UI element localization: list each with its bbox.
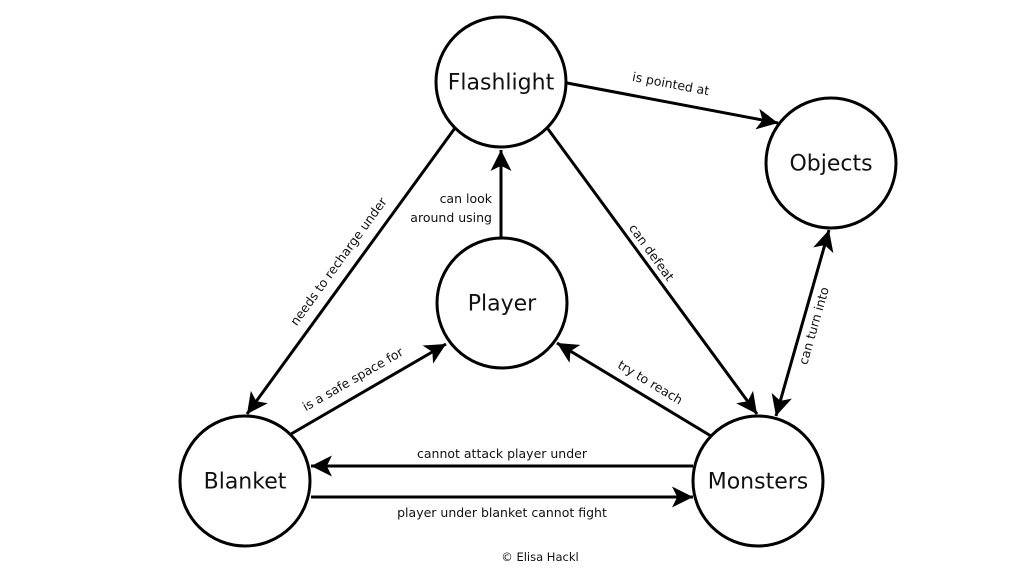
edge-objects-monsters	[771, 229, 834, 417]
node-flashlight: Flashlight	[434, 15, 568, 149]
node-flashlight-circle	[434, 15, 568, 149]
edge-flashlight-blanket	[245, 127, 457, 415]
node-player-label: Player	[468, 292, 537, 317]
edge-label-monsters-blanket: cannot attack player under	[417, 446, 588, 461]
edge-label-player-flashlight-line1: can look	[440, 191, 493, 206]
edge-label-flashlight-objects: is pointed at	[631, 69, 711, 98]
edge-flashlight-monsters	[546, 128, 759, 415]
node-monsters-circle	[691, 414, 825, 548]
edge-label-flashlight-monsters: can defeat	[626, 221, 677, 284]
node-blanket-label: Blanket	[204, 470, 287, 495]
edge-label-blanket-player: is a safe space for	[300, 344, 407, 414]
edge-label-blanket-monsters: player under blanket cannot fight	[397, 505, 607, 520]
edge-label-player-flashlight-line2: around using	[410, 210, 492, 225]
node-player-circle	[435, 236, 569, 370]
node-monsters: Monsters	[691, 414, 825, 548]
copyright-text: © Elisa Hackl	[501, 550, 578, 564]
node-objects: Objects	[764, 96, 898, 230]
node-objects-label: Objects	[789, 152, 872, 177]
node-blanket-circle	[178, 414, 312, 548]
node-monsters-label: Monsters	[708, 470, 809, 495]
node-flashlight-label: Flashlight	[448, 71, 555, 96]
edges-layer	[245, 81, 834, 508]
node-blanket: Blanket	[178, 414, 312, 548]
edge-monsters-player	[556, 341, 712, 438]
node-objects-circle	[764, 96, 898, 230]
edge-flashlight-objects	[566, 81, 779, 130]
node-player: Player	[435, 236, 569, 370]
edge-label-flashlight-blanket: needs to recharge under	[287, 194, 390, 328]
nodes-layer: Flashlight Objects Player Blanket Monste…	[178, 15, 898, 548]
edge-blanket-player	[290, 342, 447, 436]
